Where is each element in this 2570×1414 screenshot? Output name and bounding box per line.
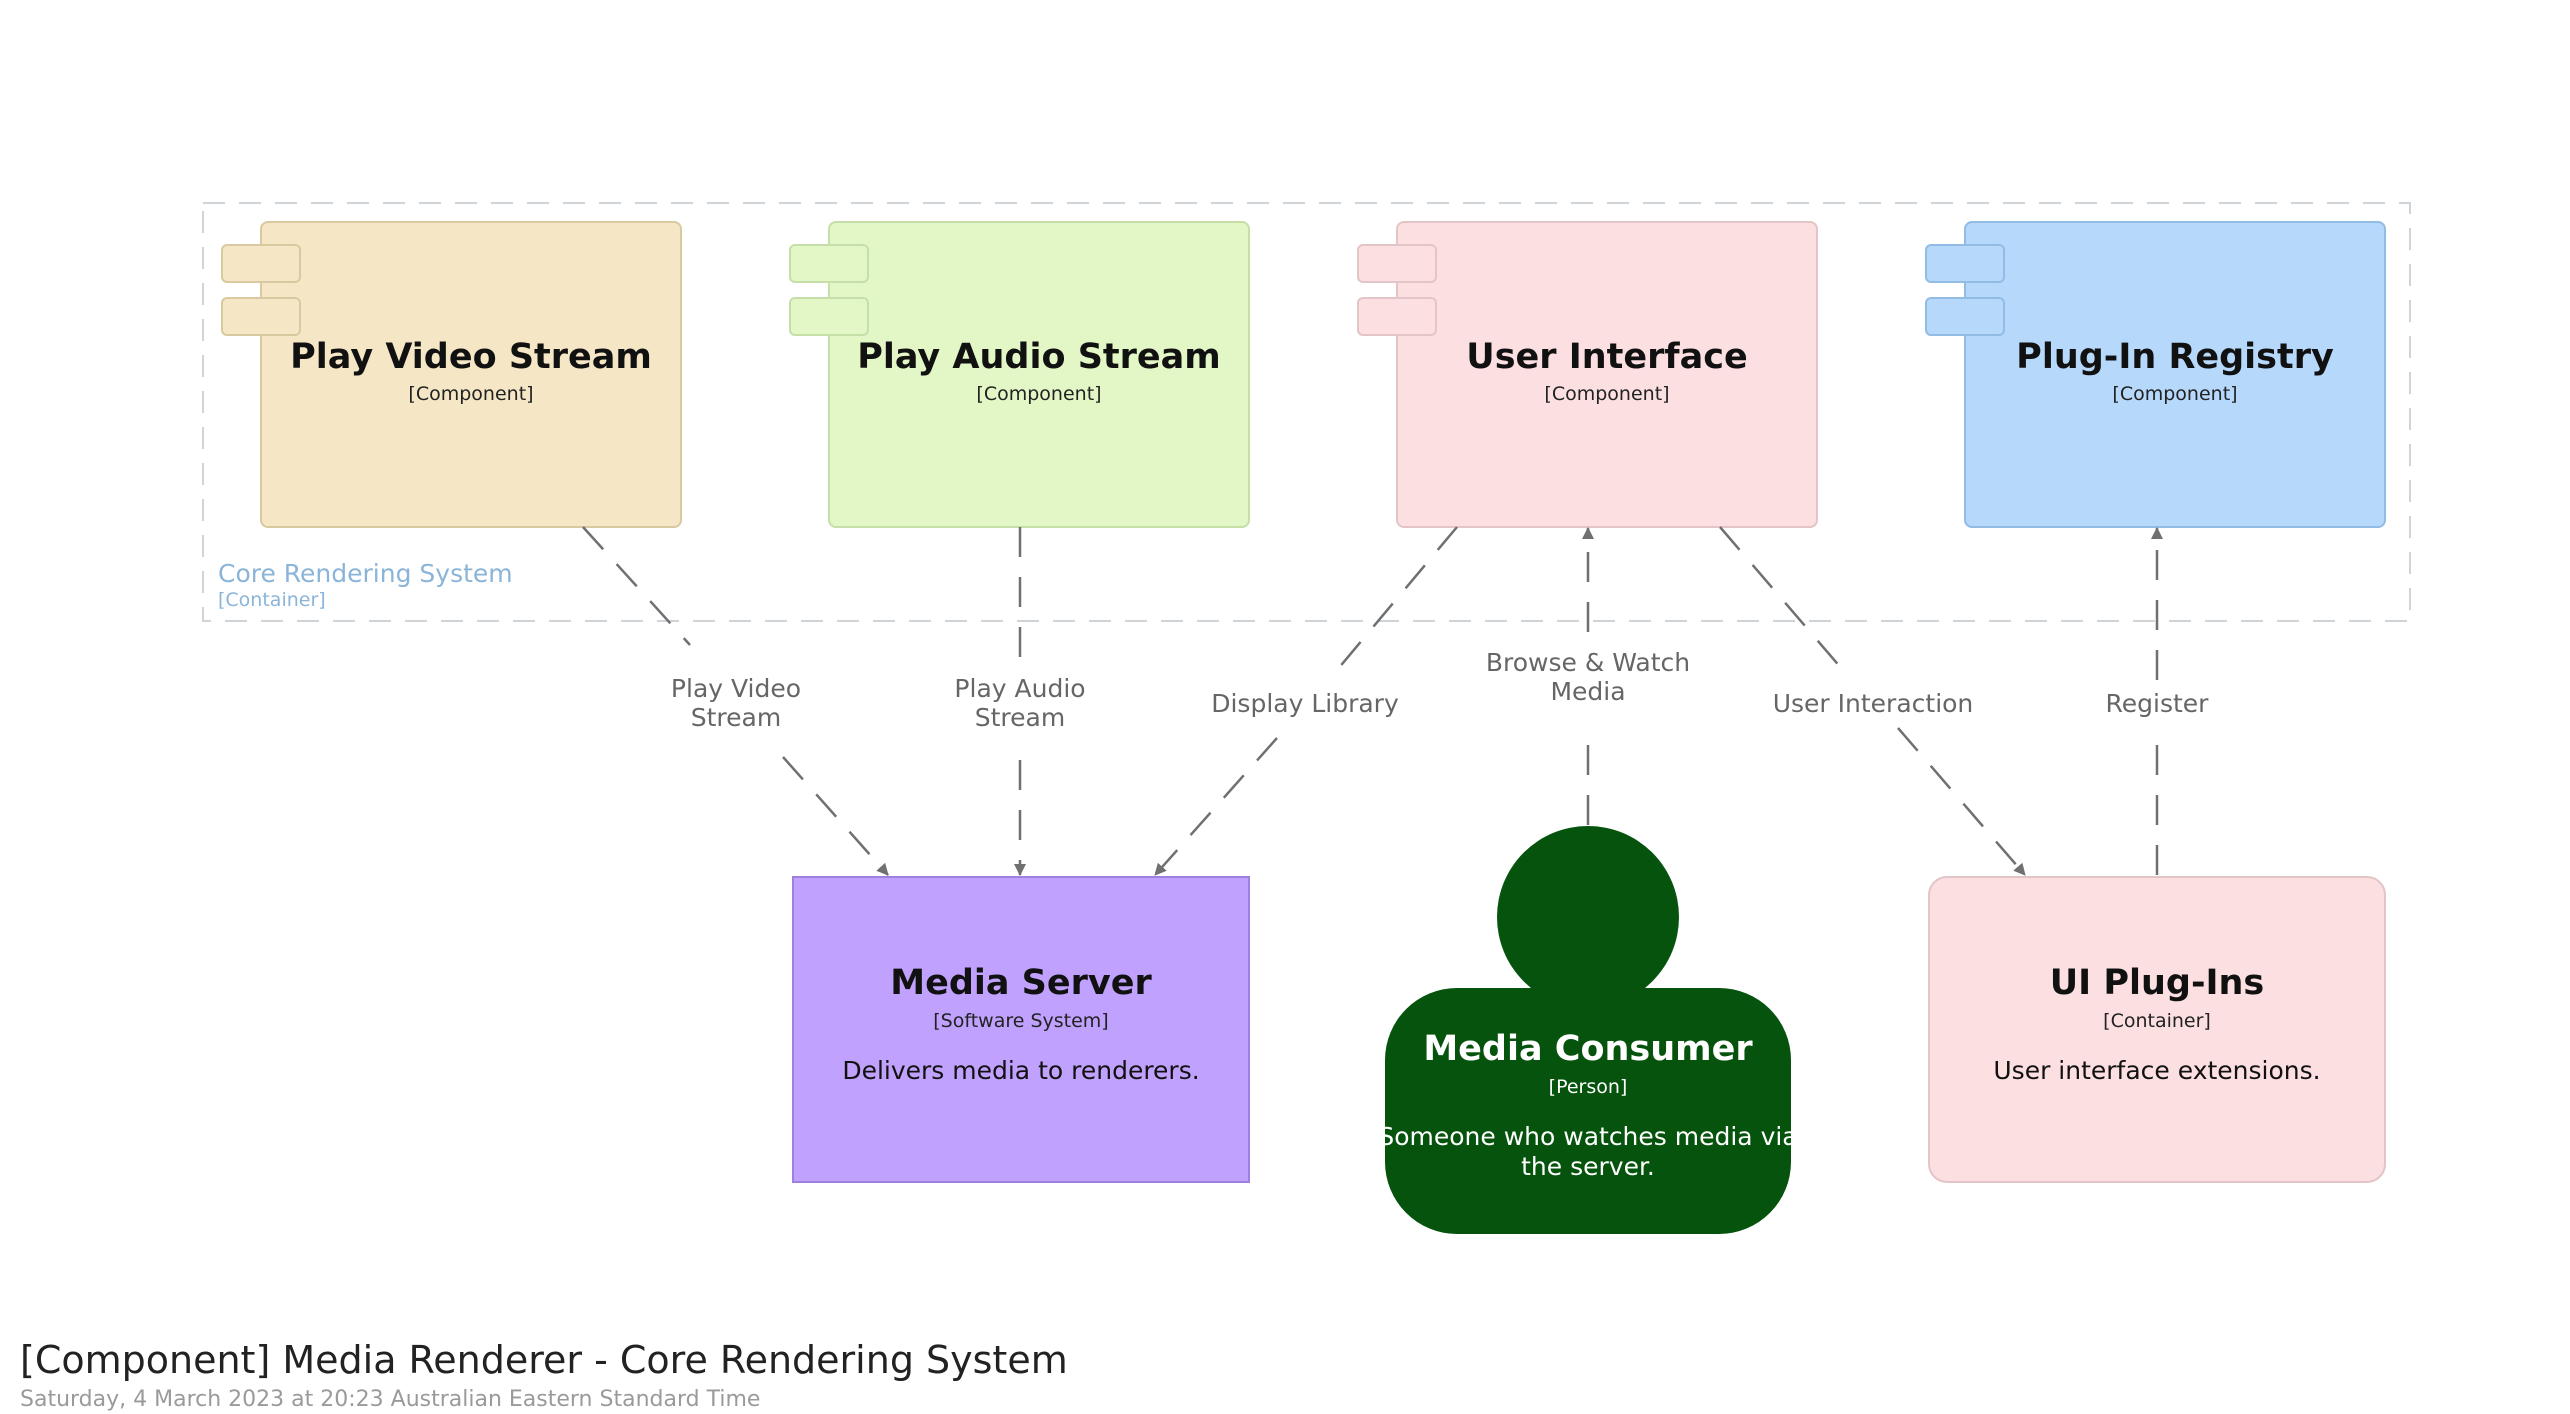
component-plug-in-registry[interactable]: Plug-In Registry [Component] [1925,221,2386,528]
node-name: UI Plug-Ins [2050,963,2265,1003]
boundary-name: Core Rendering System [218,559,513,588]
edge-label: Play Video [671,674,801,703]
edge-label: Play Audio [954,674,1085,703]
diagram-title: [Component] Media Renderer - Core Render… [20,1338,1068,1382]
node-description: User interface extensions. [1993,1056,2320,1085]
node-description: Delivers media to renderers. [842,1056,1199,1085]
person-media-consumer[interactable]: Media Consumer [Person] Someone who watc… [1378,826,1798,1234]
edge-label: Stream [975,703,1065,732]
component-name: User Interface [1466,337,1747,377]
component-play-video-stream[interactable]: Play Video Stream [Component] [221,221,682,528]
component-type: [Component] [2112,383,2237,405]
edge-play-audio-stream[interactable]: Play Audio Stream [954,527,1086,876]
edge-register[interactable]: Register [2106,527,2210,875]
component-name: Plug-In Registry [2016,337,2334,377]
edge-label: Browse & Watch [1486,648,1690,677]
node-type: [Software System] [933,1010,1108,1032]
edge-label: Register [2106,689,2210,718]
container-ui-plug-ins[interactable]: UI Plug-Ins [Container] User interface e… [1928,876,2386,1183]
edge-display-library[interactable]: Display Library [1154,526,1458,876]
edge-user-interaction[interactable]: User Interaction [1719,526,2026,876]
edge-label: Stream [691,703,781,732]
component-name: Play Video Stream [290,337,652,377]
component-user-interface[interactable]: User Interface [Component] [1357,221,1818,528]
edge-label: User Interaction [1773,689,1974,718]
container-boundary[interactable]: Core Rendering System [Container] [202,202,2411,622]
component-type: [Component] [976,383,1101,405]
component-type: [Component] [408,383,533,405]
node-type: [Person] [1549,1076,1628,1098]
node-type: [Container] [2103,1010,2211,1032]
boundary-type: [Container] [218,589,326,611]
software-system-media-server[interactable]: Media Server [Software System] Delivers … [792,876,1250,1183]
node-description: the server. [1521,1152,1655,1181]
edge-label: Media [1550,677,1625,706]
node-name: Media Consumer [1423,1029,1753,1069]
node-name: Media Server [890,963,1152,1003]
edge-label: Display Library [1211,689,1399,718]
node-description: Someone who watches media via [1378,1122,1797,1151]
edge-play-video-stream[interactable]: Play Video Stream [582,526,889,876]
diagram-timestamp: Saturday, 4 March 2023 at 20:23 Australi… [20,1387,760,1412]
component-type: [Component] [1544,383,1669,405]
component-play-audio-stream[interactable]: Play Audio Stream [Component] [789,221,1250,528]
edge-browse-watch-media[interactable]: Browse & Watch Media [1486,527,1690,825]
component-name: Play Audio Stream [857,337,1221,377]
